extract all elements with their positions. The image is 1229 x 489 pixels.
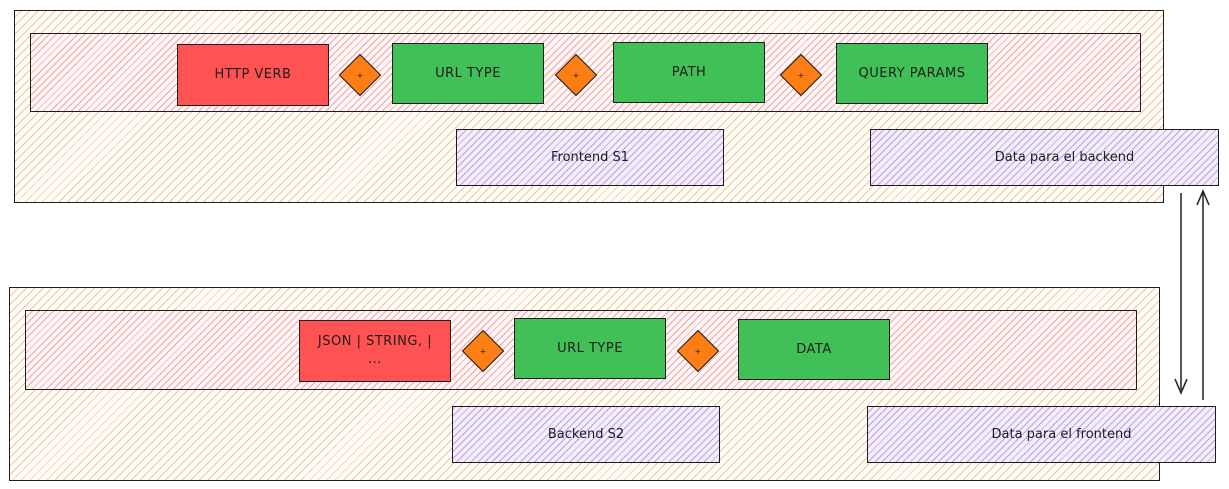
plus-label-2: + [572, 70, 580, 80]
http-verb-box: HTTP VERB [177, 44, 329, 106]
plus-label-1: + [356, 70, 364, 80]
backend-label-box: Backend S2 [452, 406, 720, 463]
path-box: PATH [613, 42, 765, 103]
arrow-up-head [1196, 189, 1210, 206]
format-box: JSON | STRING, | ... [299, 320, 451, 382]
arrow-down-head [1174, 378, 1188, 395]
connection-arrows [1174, 189, 1210, 400]
format-line-2: ... [368, 352, 382, 367]
url-type-box: URL TYPE [392, 43, 544, 104]
plus-label-5: + [694, 346, 702, 356]
data-for-frontend-box: Data para el frontend [867, 406, 1216, 463]
backend-url-type-box: URL TYPE [514, 318, 666, 379]
plus-label-3: + [797, 70, 805, 80]
format-line-1: JSON | STRING, | [317, 334, 433, 349]
data-for-backend-box: Data para el backend [870, 129, 1219, 186]
frontend-label-box: Frontend S1 [456, 129, 724, 186]
data-box: DATA [738, 319, 890, 380]
plus-label-4: + [479, 346, 487, 356]
query-params-box: QUERY PARAMS [836, 43, 988, 104]
